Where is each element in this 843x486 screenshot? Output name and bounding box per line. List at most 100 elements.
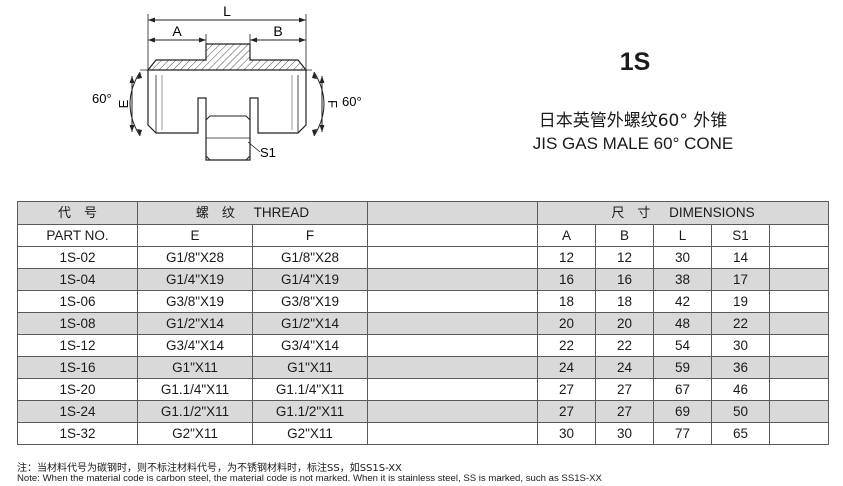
- cell-a: 20: [537, 312, 597, 335]
- cell-e: G1"X11: [137, 356, 253, 379]
- cell-blank: [367, 290, 539, 313]
- cell-s1: 36: [711, 356, 771, 379]
- cell-s1: 46: [711, 378, 771, 401]
- cell-f: G2"X11: [251, 422, 369, 445]
- cell-l: 38: [653, 268, 713, 291]
- cell-part: 1S-06: [17, 290, 138, 313]
- cell-blank: [769, 290, 830, 313]
- dim-b-label: B: [273, 23, 282, 39]
- table-header-row: 代 号 螺 纹 THREAD 尺 寸 DIMENSIONS: [17, 201, 830, 225]
- cell-blank: [367, 400, 539, 423]
- header-dim-cn: 尺 寸: [611, 206, 651, 221]
- header-part-no: PART NO.: [17, 224, 138, 247]
- header-e: E: [137, 224, 253, 247]
- header-blank-3: [769, 224, 830, 247]
- cell-b: 30: [595, 422, 655, 445]
- cell-blank: [367, 422, 539, 445]
- cell-e: G1.1/2"X11: [137, 400, 253, 423]
- cell-part: 1S-12: [17, 334, 138, 357]
- cell-l: 42: [653, 290, 713, 313]
- cell-s1: 19: [711, 290, 771, 313]
- model-code: 1S: [619, 48, 651, 76]
- cell-b: 22: [595, 334, 655, 357]
- cell-s1: 17: [711, 268, 771, 291]
- cell-blank: [367, 356, 539, 379]
- header-l: L: [653, 224, 713, 247]
- header-code-cn: 代 号: [17, 201, 138, 225]
- cell-s1: 50: [711, 400, 771, 423]
- header-thread-en: THREAD: [253, 205, 310, 220]
- cell-b: 16: [595, 268, 655, 291]
- table-subheader-row: PART NO. E F A B L S1: [17, 224, 830, 247]
- cell-part: 1S-04: [17, 268, 138, 291]
- cell-l: 59: [653, 356, 713, 379]
- note-chinese: 注：当材料代号为碳钢时，则不标注材料代号，为不锈钢材料时，标注SS，如SS1S-…: [17, 463, 402, 474]
- dim-l-label: L: [223, 3, 231, 19]
- cell-b: 20: [595, 312, 655, 335]
- cell-blank: [367, 268, 539, 291]
- cell-e: G1/8"X28: [137, 246, 253, 269]
- cell-f: G1/4"X19: [251, 268, 369, 291]
- cell-blank: [367, 246, 539, 269]
- cell-blank: [769, 422, 830, 445]
- cell-blank: [769, 268, 830, 291]
- header-a: A: [537, 224, 597, 247]
- cell-a: 27: [537, 378, 597, 401]
- header-b: B: [595, 224, 655, 247]
- cell-part: 1S-02: [17, 246, 138, 269]
- cell-l: 77: [653, 422, 713, 445]
- angle-left-label: 60°: [92, 91, 112, 106]
- dim-e-label: E: [116, 99, 131, 108]
- cell-a: 30: [537, 422, 597, 445]
- header-thread-cn: 螺 纹: [195, 206, 235, 221]
- cell-part: 1S-08: [17, 312, 138, 335]
- cell-a: 18: [537, 290, 597, 313]
- cell-blank: [367, 312, 539, 335]
- cell-a: 24: [537, 356, 597, 379]
- cell-part: 1S-32: [17, 422, 138, 445]
- title-english: JIS GAS MALE 60° CONE: [532, 134, 734, 153]
- cell-f: G1/2"X14: [251, 312, 369, 335]
- header-dim-en: DIMENSIONS: [669, 205, 755, 220]
- angle-right-label: 60°: [342, 94, 362, 109]
- cell-e: G3/8"X19: [137, 290, 253, 313]
- header-blank-2: [367, 224, 539, 247]
- dim-a-label: A: [172, 23, 182, 39]
- cell-blank: [367, 378, 539, 401]
- title-chinese: 日本英管外螺纹60° 外锥: [538, 111, 728, 131]
- cell-s1: 22: [711, 312, 771, 335]
- cell-l: 54: [653, 334, 713, 357]
- cell-l: 48: [653, 312, 713, 335]
- cell-s1: 65: [711, 422, 771, 445]
- header-blank: [367, 201, 539, 225]
- cell-part: 1S-20: [17, 378, 138, 401]
- cell-b: 24: [595, 356, 655, 379]
- cell-blank: [769, 378, 830, 401]
- cell-part: 1S-16: [17, 356, 138, 379]
- cell-e: G2"X11: [137, 422, 253, 445]
- cell-f: G1.1/4"X11: [251, 378, 369, 401]
- cell-blank: [769, 356, 830, 379]
- cell-s1: 30: [711, 334, 771, 357]
- cell-e: G1/2"X14: [137, 312, 253, 335]
- cell-b: 18: [595, 290, 655, 313]
- cell-f: G3/8"X19: [251, 290, 369, 313]
- cell-a: 12: [537, 246, 597, 269]
- cell-l: 67: [653, 378, 713, 401]
- cell-f: G1/8"X28: [251, 246, 369, 269]
- cell-a: 27: [537, 400, 597, 423]
- header-s1: S1: [711, 224, 771, 247]
- cell-e: G1/4"X19: [137, 268, 253, 291]
- cell-b: 27: [595, 378, 655, 401]
- cell-part: 1S-24: [17, 400, 138, 423]
- cell-f: G1.1/2"X11: [251, 400, 369, 423]
- cell-f: G1"X11: [251, 356, 369, 379]
- cell-blank: [769, 334, 830, 357]
- cell-f: G3/4"X14: [251, 334, 369, 357]
